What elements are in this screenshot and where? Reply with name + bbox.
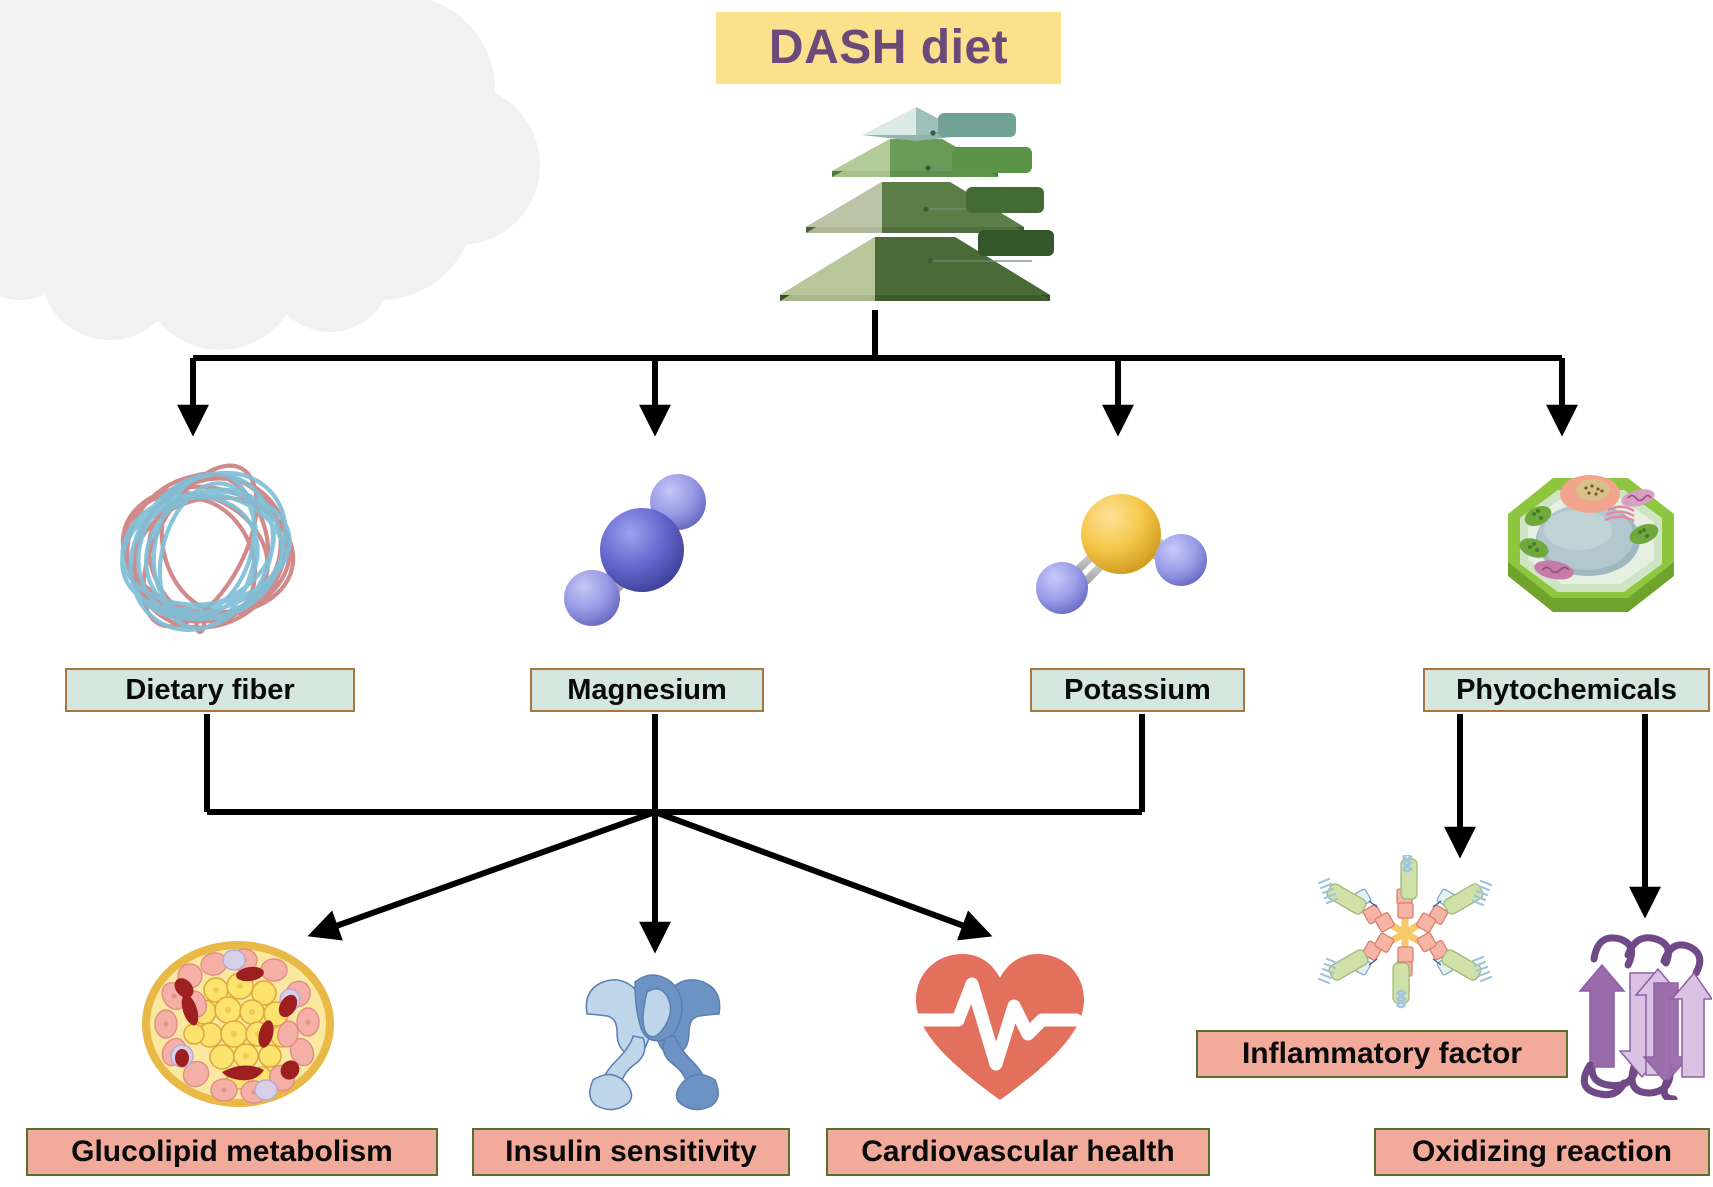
bottom-box-label: Cardiovascular health: [861, 1135, 1175, 1168]
beta-sheet-protein-icon: [1578, 934, 1712, 1100]
bottom-box-cardiovascular-health[interactable]: Cardiovascular health: [826, 1128, 1210, 1176]
adipose-tissue-icon: [142, 941, 334, 1107]
mid-box-potassium[interactable]: Potassium: [1030, 668, 1245, 712]
heart-ecg-icon: [911, 954, 1084, 1100]
mid-box-label: Magnesium: [567, 673, 727, 706]
magnesium-molecule-icon: [564, 474, 706, 626]
bottom-box-label: Oxidizing reaction: [1411, 1135, 1673, 1168]
mid-box-label: Phytochemicals: [1456, 673, 1677, 706]
cytokine-complex-icon: [1317, 855, 1493, 1009]
bottom-box-label: Inflammatory factor: [1241, 1037, 1523, 1070]
page-title: DASH diet: [716, 12, 1061, 84]
fiber-tangle-icon: [120, 463, 296, 635]
bottom-box-label: Glucolipid metabolism: [71, 1135, 393, 1168]
bottom-box-oxidizing-reaction[interactable]: Oxidizing reaction: [1374, 1128, 1710, 1176]
mid-box-label: Dietary fiber: [125, 673, 295, 706]
potassium-molecule-icon: [1036, 494, 1207, 614]
bottom-box-inflammatory-factor[interactable]: Inflammatory factor: [1196, 1030, 1568, 1078]
cloud-watermark-decoration: [0, 0, 540, 350]
dash-diet-food-pyramid: [780, 107, 1054, 301]
mid-box-magnesium[interactable]: Magnesium: [530, 668, 764, 712]
mid-box-phytochemicals[interactable]: Phytochemicals: [1423, 668, 1710, 712]
page-title-text: DASH diet: [768, 21, 1009, 74]
plant-cell-icon: [1508, 475, 1674, 612]
bottom-box-glucolipid-metabolism[interactable]: Glucolipid metabolism: [26, 1128, 438, 1176]
bottom-box-insulin-sensitivity[interactable]: Insulin sensitivity: [472, 1128, 790, 1176]
mid-box-label: Potassium: [1064, 673, 1211, 706]
insulin-protein-icon: [585, 974, 721, 1111]
bottom-box-label: Insulin sensitivity: [505, 1135, 757, 1168]
mid-box-dietary-fiber[interactable]: Dietary fiber: [65, 668, 355, 712]
